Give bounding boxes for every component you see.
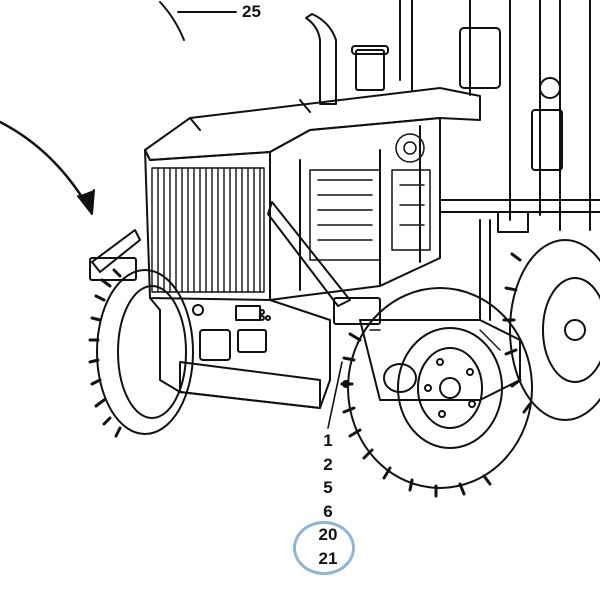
leader-line-25 xyxy=(159,1,185,41)
arrow-curve xyxy=(0,120,92,212)
tow-hitch xyxy=(199,329,231,361)
far-tandem-tire xyxy=(502,239,600,421)
left-rear-tire xyxy=(88,268,194,438)
right-light-arm xyxy=(267,201,351,307)
counterweight xyxy=(179,361,321,409)
cab-frame xyxy=(399,0,591,231)
leader-line-part-stack xyxy=(327,361,343,429)
highlight-ring xyxy=(293,521,355,575)
arrowhead-icon xyxy=(77,189,95,215)
engine-side-panel xyxy=(269,117,441,301)
engine-block xyxy=(309,133,431,261)
right-rear-tire xyxy=(340,287,533,498)
radiator-grille xyxy=(151,167,265,293)
radiator-housing xyxy=(144,149,271,301)
part-number-5: 5 xyxy=(323,478,333,497)
axle-hub xyxy=(383,363,417,393)
part-number-6: 6 xyxy=(323,501,333,521)
callout-label-25: 25 xyxy=(242,2,261,21)
part-number-2: 2 xyxy=(323,454,333,474)
exhaust-stack xyxy=(305,13,337,105)
left-light-arm xyxy=(91,229,141,273)
part-number-1: 1 xyxy=(323,431,333,450)
air-cleaner xyxy=(355,49,385,91)
